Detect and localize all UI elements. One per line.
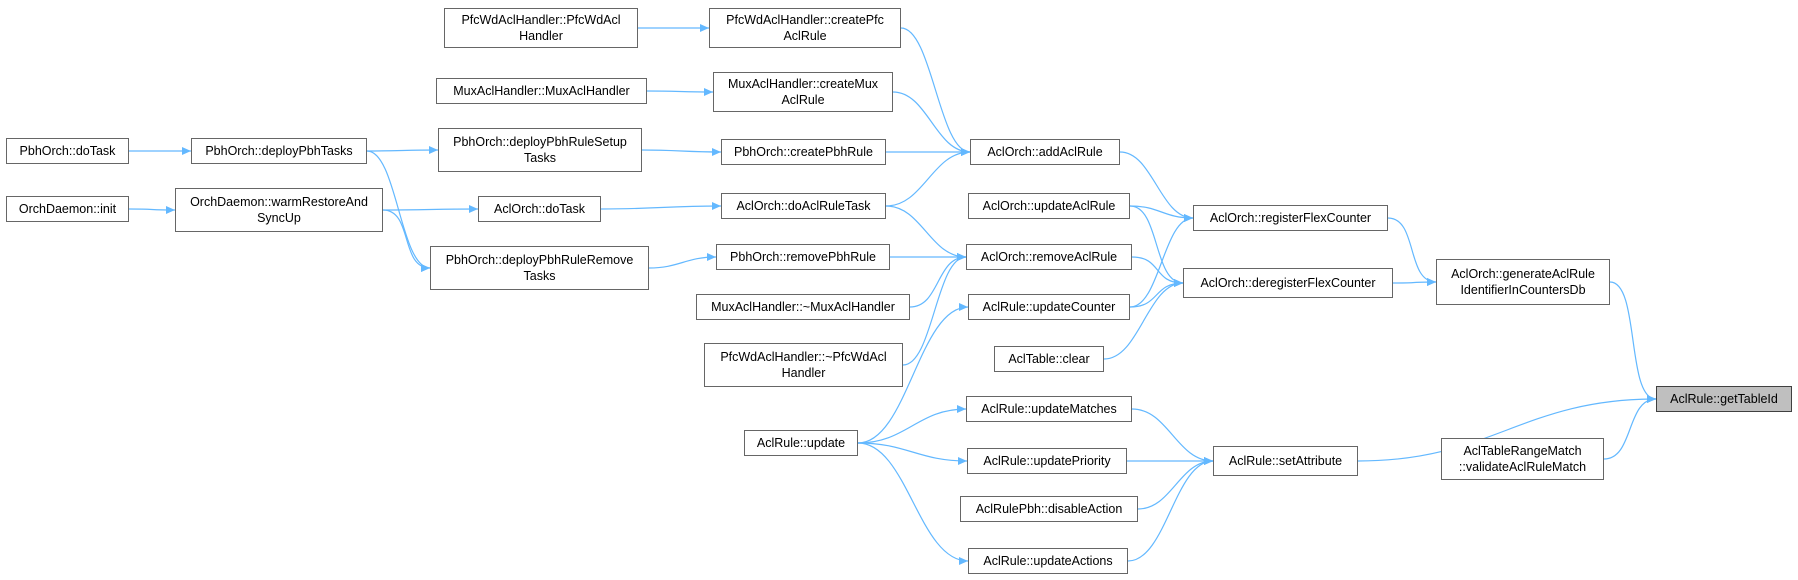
node-aclorch-doaclruletask[interactable]: AclOrch::doAclRuleTask	[721, 193, 886, 219]
node-pfcwdaclhandler-createpfcaclrule[interactable]: PfcWdAclHandler::createPfc AclRule	[709, 8, 901, 48]
arrowhead-n11-n12	[469, 205, 478, 213]
edge-n18-n19	[1131, 256, 1184, 284]
arrowhead-n27-n22	[959, 303, 968, 311]
arrowhead-n5-n6	[182, 147, 191, 155]
node-muxaclhandler-createmuxaclrule[interactable]: MuxAclHandler::createMux AclRule	[713, 72, 893, 112]
edge-n29-n25	[1357, 398, 1657, 462]
node-aclrule-gettableid[interactable]: AclRule::getTableId	[1656, 386, 1792, 412]
node-aclorch-removeaclrule[interactable]: AclOrch::removeAclRule	[966, 244, 1132, 270]
edge-n6-n7	[366, 149, 439, 152]
node-pbhorch-deploypbhruleremovetasks[interactable]: PbhOrch::deployPbhRuleRemove Tasks	[430, 246, 649, 290]
node-aclrule-updateactions[interactable]: AclRule::updateActions	[968, 548, 1128, 574]
node-pbhorch-createpbhrule[interactable]: PbhOrch::createPbhRule	[721, 139, 886, 165]
edge-n31-n29	[1137, 460, 1214, 510]
edge-n30-n25	[1603, 398, 1657, 460]
edge-n13-n18	[885, 205, 967, 258]
arrowhead-n32-n29	[1204, 457, 1213, 465]
node-aclrule-update[interactable]: AclRule::update	[744, 430, 858, 456]
node-pfcwdaclhandler-constructor[interactable]: PfcWdAclHandler::PfcWdAcl Handler	[444, 8, 638, 48]
edge-n9-n15	[1119, 151, 1194, 219]
node-aclorch-registerflexcounter[interactable]: AclOrch::registerFlexCounter	[1193, 205, 1388, 231]
arrowhead-n27-n26	[957, 405, 966, 413]
edge-n27-n32	[857, 442, 969, 562]
edge-n2-n9	[900, 27, 971, 153]
node-aclrule-setattribute[interactable]: AclRule::setAttribute	[1213, 446, 1358, 476]
edge-n11-n16	[382, 209, 431, 269]
node-pfcwdaclhandler-destructor[interactable]: PfcWdAclHandler::~PfcWdAcl Handler	[704, 343, 903, 387]
edge-n20-n25	[1609, 281, 1657, 400]
arrowhead-n1-n2	[700, 24, 709, 32]
node-muxaclhandler-constructor[interactable]: MuxAclHandler::MuxAclHandler	[436, 78, 647, 104]
node-pbhorch-deploypbhtasks[interactable]: PbhOrch::deployPbhTasks	[191, 138, 367, 164]
arrowhead-n13-n9	[961, 148, 970, 156]
edge-n12-n13	[600, 205, 722, 210]
arrowhead-n27-n28	[958, 457, 967, 465]
edge-n26-n29	[1131, 408, 1214, 462]
node-aclorch-addaclrule[interactable]: AclOrch::addAclRule	[970, 139, 1120, 165]
edge-n23-n18	[902, 256, 967, 366]
node-aclorch-updateaclrule[interactable]: AclOrch::updateAclRule	[968, 193, 1130, 219]
node-aclorch-deregisterflexcounter[interactable]: AclOrch::deregisterFlexCounter	[1183, 268, 1393, 298]
arrowhead-n27-n32	[959, 557, 968, 565]
arrowhead-n12-n13	[712, 202, 721, 210]
arrowhead-n7-n8	[712, 148, 721, 156]
arrowhead-n24-n19	[1174, 279, 1183, 287]
edge-n22-n19	[1129, 282, 1184, 308]
edge-n13-n9	[885, 151, 971, 207]
edge-n22-n15	[1129, 217, 1194, 308]
node-aclorch-generateaclruleidentifierincountersdb[interactable]: AclOrch::generateAclRule IdentifierInCou…	[1436, 259, 1610, 305]
edge-n14-n19	[1129, 205, 1184, 284]
arrowhead-n16-n17	[707, 253, 716, 261]
edge-n32-n29	[1127, 460, 1214, 562]
edge-n27-n28	[857, 442, 968, 462]
node-pbhorch-dotask[interactable]: PbhOrch::doTask	[6, 138, 129, 164]
node-aclorch-dotask[interactable]: AclOrch::doTask	[478, 196, 601, 222]
node-aclrulepbh-disableaction[interactable]: AclRulePbh::disableAction	[960, 496, 1138, 522]
edge-n27-n22	[857, 306, 969, 444]
edge-n4-n9	[892, 91, 971, 153]
node-orchdaemon-init[interactable]: OrchDaemon::init	[6, 196, 129, 222]
arrowhead-n11-n16	[421, 264, 430, 272]
node-aclrule-updatematches[interactable]: AclRule::updateMatches	[966, 396, 1132, 422]
node-aclrule-updatecounter[interactable]: AclRule::updateCounter	[968, 294, 1130, 320]
edge-n15-n20	[1387, 217, 1437, 283]
node-pbhorch-deploypbhrulesetuptasks[interactable]: PbhOrch::deployPbhRuleSetup Tasks	[438, 128, 642, 172]
edge-n27-n26	[857, 408, 967, 444]
edge-n11-n12	[382, 208, 479, 211]
arrowhead-n23-n18	[957, 253, 966, 261]
arrowhead-n30-n25	[1647, 395, 1656, 403]
arrowhead-n19-n20	[1427, 278, 1436, 286]
node-pbhorch-removepbhrule[interactable]: PbhOrch::removePbhRule	[716, 244, 890, 270]
edge-n16-n17	[648, 256, 717, 269]
edge-n7-n8	[641, 149, 722, 153]
edge-n24-n19	[1103, 282, 1184, 360]
node-acltablerangematch-validateaclrulematch[interactable]: AclTableRangeMatch ::validateAclRuleMatc…	[1441, 438, 1604, 480]
node-acltable-clear[interactable]: AclTable::clear	[994, 346, 1104, 372]
arrowhead-n6-n7	[429, 146, 438, 154]
arrowhead-n22-n15	[1184, 214, 1193, 222]
node-aclrule-updatepriority[interactable]: AclRule::updatePriority	[967, 448, 1127, 474]
node-muxaclhandler-destructor[interactable]: MuxAclHandler::~MuxAclHandler	[696, 294, 910, 320]
edge-n3-n4	[646, 90, 714, 93]
node-orchdaemon-warmrestoreandsyncup[interactable]: OrchDaemon::warmRestoreAnd SyncUp	[175, 188, 383, 232]
arrowhead-n3-n4	[704, 88, 713, 96]
arrowhead-n10-n11	[166, 206, 175, 214]
